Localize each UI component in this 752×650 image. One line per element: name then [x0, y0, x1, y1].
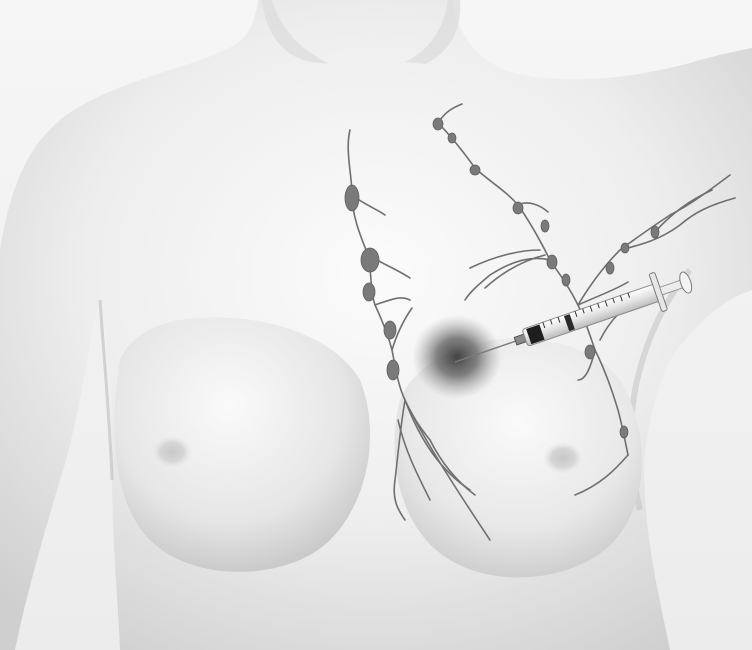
left-breast: [114, 318, 370, 572]
right-nipple: [543, 442, 583, 474]
lymph-node: [387, 360, 399, 380]
lymph-node: [606, 262, 614, 274]
lymph-node: [621, 243, 629, 253]
lymph-node: [433, 118, 443, 130]
lymph-node: [547, 255, 557, 269]
lymph-node: [651, 226, 659, 238]
lymph-node: [363, 283, 375, 301]
injection-site-halo: [412, 315, 502, 399]
lymph-node: [470, 165, 480, 175]
lymph-node: [345, 185, 359, 211]
lymph-node: [620, 426, 628, 438]
lymph-node: [562, 274, 570, 286]
lymph-node: [541, 220, 549, 232]
lymph-node: [361, 248, 379, 272]
lymph-node: [448, 133, 456, 143]
left-nipple: [152, 436, 192, 468]
lymph-node: [585, 345, 595, 359]
lymph-node: [513, 202, 523, 214]
lymph-node: [384, 321, 396, 339]
